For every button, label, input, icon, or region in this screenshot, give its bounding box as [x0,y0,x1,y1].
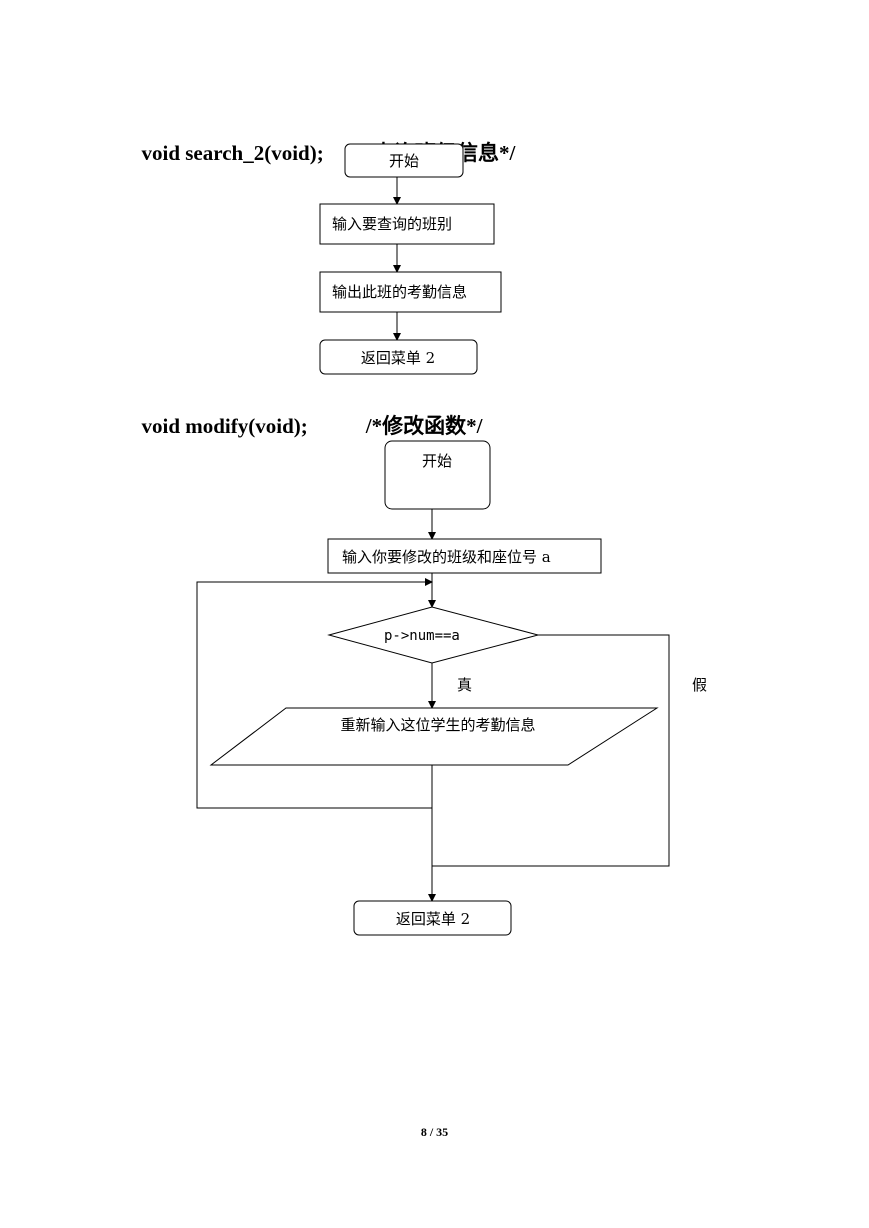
end-label: 返回菜单 2 [361,349,435,367]
output-process-label: 输出此班的考勤信息 [332,283,467,301]
false-branch-connector [432,634,670,867]
input-process-box [319,203,495,245]
start-terminal [344,143,464,178]
start-label: 开始 [422,452,452,470]
end-terminal [353,900,512,936]
flowchart-search: 开始 输入要查询的班别 输出此班的考勤信息 返回菜单 2 [319,143,502,375]
function-signature: void modify(void); [141,414,308,438]
input-process-box [327,538,602,574]
io-label: 重新输入这位学生的考勤信息 [340,716,535,734]
end-label: 返回菜单 2 [396,910,470,928]
output-process-box [319,271,502,313]
function-comment: /*修改函数*/ [365,414,483,438]
condition-label: p->num==a [384,628,460,644]
start-label: 开始 [389,152,419,170]
flowchart-modify: 开始 输入你要修改的班级和座位号 a p->num==a 假 真 重新输入这位学… [196,440,707,936]
page-number: 8 / 35 [420,1125,449,1139]
function-signature: void search_2(void); [141,141,324,165]
loop-back-connector [196,578,433,809]
false-label: 假 [692,676,707,694]
input-process-label: 输入要查询的班别 [332,215,452,233]
input-process-label: 输入你要修改的班级和座位号 a [342,548,551,566]
function-heading-modify: void modify(void); /*修改函数*/ [131,390,483,438]
io-parallelogram [209,707,659,766]
end-terminal [319,339,478,375]
true-label: 真 [457,676,472,694]
start-terminal [384,440,491,510]
